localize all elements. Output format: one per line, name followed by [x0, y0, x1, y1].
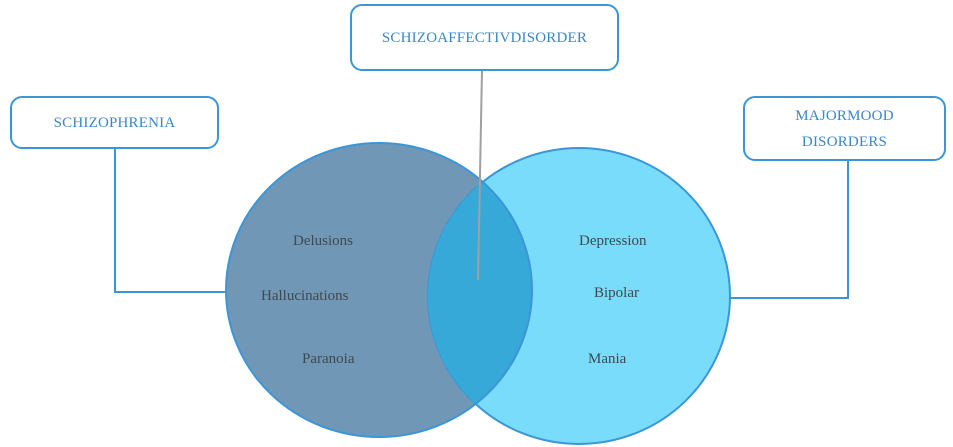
left-connector: [114, 148, 227, 293]
item-paranoia: Paranoia: [302, 351, 355, 367]
mood-disorders-label-box: MAJORMOOD DISORDERS: [743, 96, 946, 161]
schizophrenia-label-box: SCHIZOPHRENIA: [10, 96, 219, 149]
schizoaffective-label-box: SCHIZOAFFECTIVDISORDER: [350, 4, 619, 71]
item-bipolar: Bipolar: [594, 285, 639, 301]
right-connector: [730, 160, 849, 299]
item-depression: Depression: [579, 233, 647, 249]
item-hallucinations: Hallucinations: [261, 288, 349, 304]
schizophrenia-label: SCHIZOPHRENIA: [53, 114, 176, 131]
item-delusions: Delusions: [293, 233, 353, 249]
mood-disorders-label-line1: MAJORMOOD: [795, 107, 894, 124]
item-mania: Mania: [588, 351, 627, 367]
mood-disorders-label-line2: DISORDERS: [801, 133, 888, 150]
schizophrenia-circle-outline: [225, 142, 533, 438]
overlap-region: [428, 148, 532, 437]
schizoaffective-label: SCHIZOAFFECTIVDISORDER: [381, 29, 588, 46]
center-connector: [477, 69, 483, 281]
